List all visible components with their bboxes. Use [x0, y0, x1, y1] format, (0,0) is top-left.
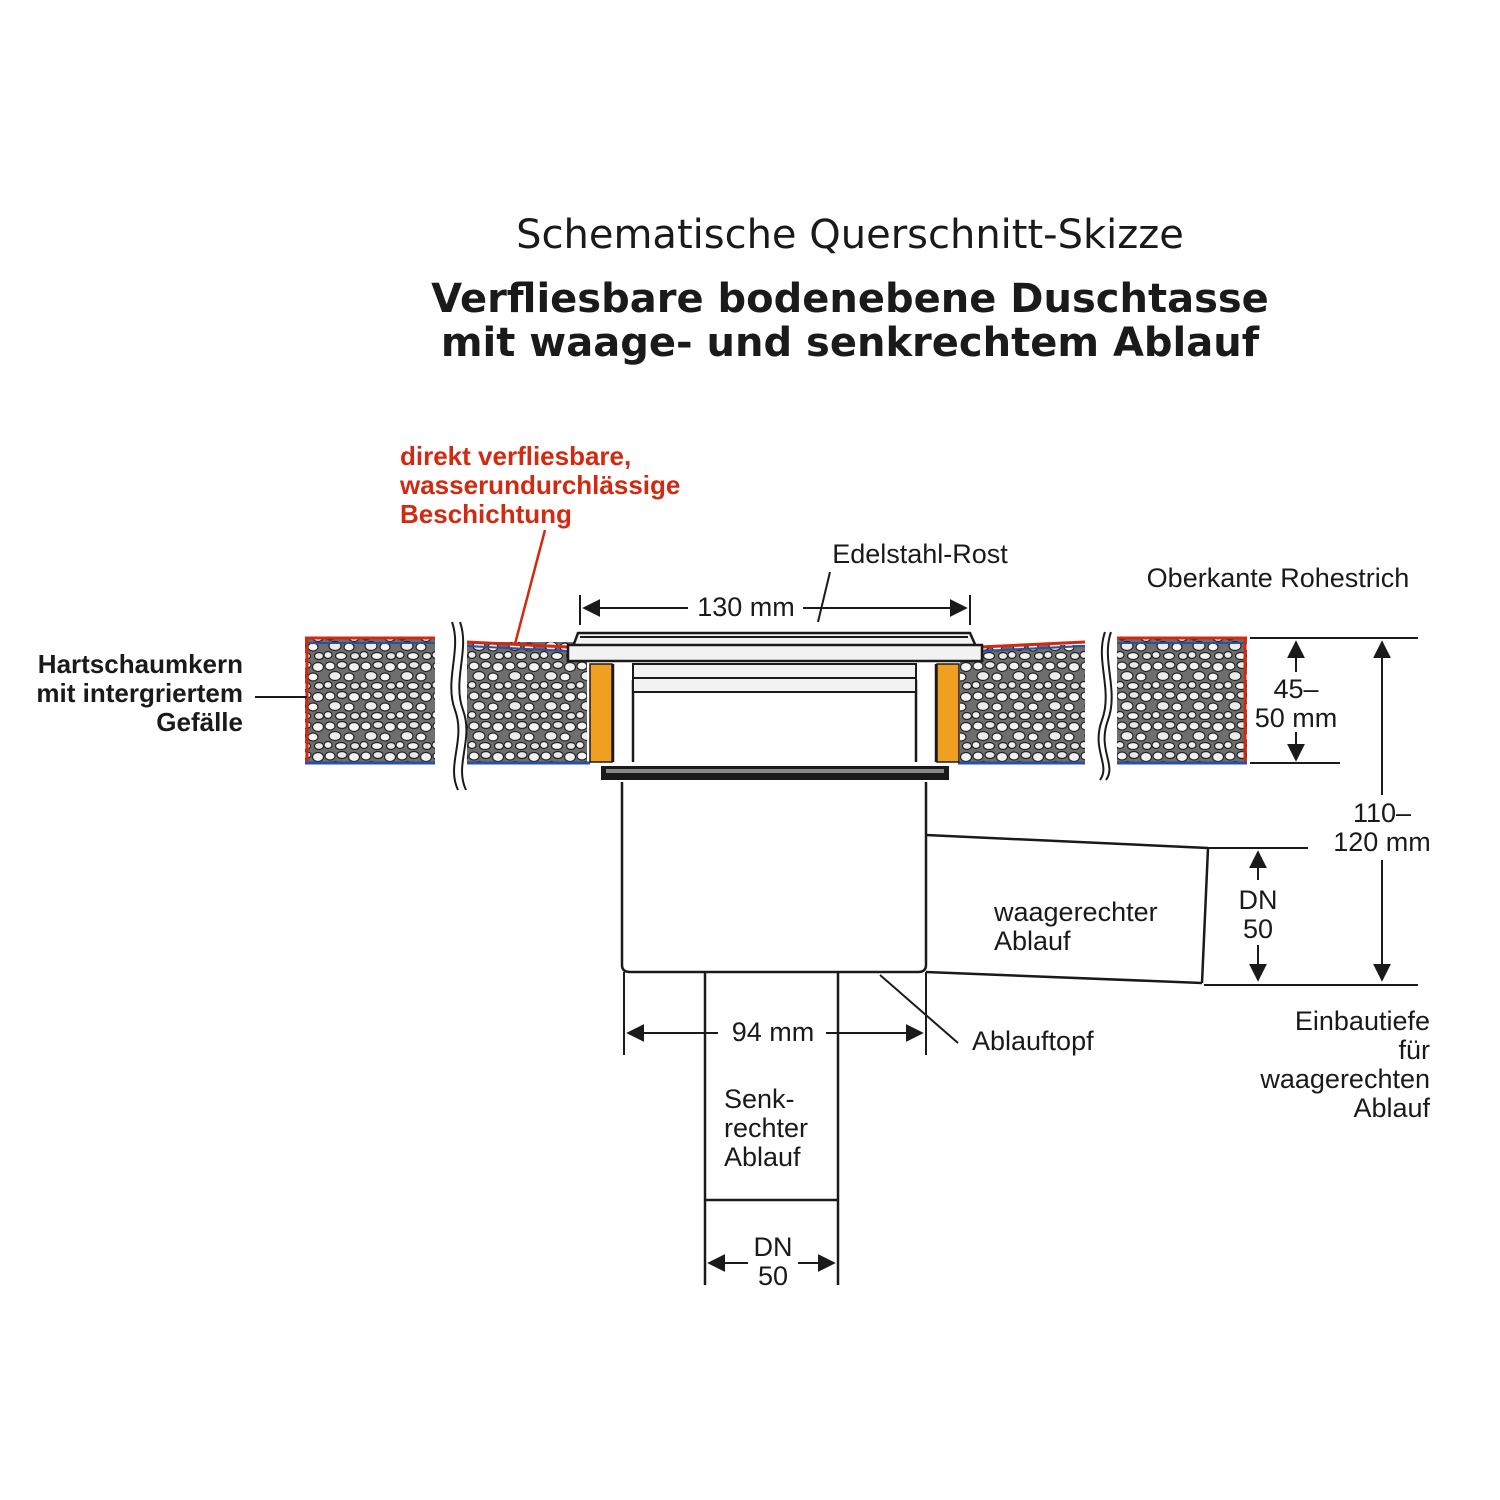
dimension-130mm-label: 130 mm	[697, 592, 795, 622]
diagram-title: Schematische Querschnitt-Skizze	[516, 212, 1184, 258]
horizontal-drain-label-2: Ablauf	[994, 926, 1071, 956]
install-depth-label-3: waagerechten	[1259, 1064, 1430, 1094]
drain-pot-label: Ablauftopf	[972, 1026, 1094, 1056]
insulation-strip-left	[589, 663, 613, 763]
vertical-drain-label-3: Ablauf	[724, 1142, 801, 1172]
dimension-install-height	[1204, 640, 1418, 986]
horizontal-outlet-pipe	[925, 833, 1210, 985]
horizontal-dn-label-2: 50	[1243, 914, 1273, 944]
horizontal-dn-label-1: DN	[1239, 885, 1278, 915]
dimension-130mm	[579, 595, 971, 625]
vertical-drain-label-1: Senk-	[724, 1084, 795, 1114]
vertical-dn-label-2: 50	[758, 1261, 788, 1291]
foam-core-label-1: Hartschaumkern	[38, 649, 243, 679]
grate-label: Edelstahl-Rost	[832, 539, 1008, 569]
drain-pot-leader	[879, 974, 959, 1044]
coating-label-3: Beschichtung	[400, 499, 572, 529]
tray-height-label-2: 50 mm	[1255, 703, 1338, 733]
break-symbol-left	[450, 621, 460, 791]
foam-core-label-3: Gefälle	[156, 707, 243, 737]
horizontal-drain-label-1: waagerechter	[993, 897, 1158, 927]
break-symbol-right	[1097, 631, 1107, 781]
dimension-94mm	[623, 972, 927, 1055]
drain-pot	[620, 782, 928, 974]
top-edge-label: Oberkante Rohestrich	[1147, 563, 1410, 593]
install-depth-label-1: Einbautiefe	[1295, 1006, 1430, 1036]
foam-block-far-right	[1117, 636, 1247, 765]
diagram-subtitle-line1: Verfliesbare bodenebene Duschtasse	[431, 276, 1269, 322]
drain-funnel	[611, 663, 938, 762]
coating-leader	[513, 529, 547, 645]
vertical-drain-label-2: rechter	[724, 1113, 808, 1143]
coating-label-2: wasserundurchlässige	[399, 470, 680, 500]
vertical-dn-label-1: DN	[754, 1232, 793, 1262]
tray-height-label-1: 45–	[1273, 674, 1318, 704]
grate-leader	[817, 571, 831, 623]
install-depth-label-2: für	[1398, 1035, 1430, 1065]
coating-label-1: direkt verfliesbare,	[400, 441, 631, 471]
foam-block-inner-right	[958, 640, 1086, 765]
install-depth-label-4: Ablauf	[1353, 1093, 1430, 1123]
dimension-tray-height	[1250, 640, 1340, 764]
foam-block-far-left	[305, 636, 435, 765]
diagram-subtitle-line2: mit waage- und senkrechtem Ablauf	[441, 320, 1260, 366]
stainless-grate	[566, 631, 984, 663]
foam-core-label-2: mit intergriertem	[36, 678, 243, 708]
install-height-label-1: 110–	[1353, 798, 1411, 828]
break-symbol-left-2	[458, 621, 468, 791]
vertical-outlet-pipe	[703, 972, 840, 1285]
insulation-strip-right	[936, 663, 960, 763]
install-height-label-2: 120 mm	[1333, 827, 1431, 857]
break-symbol-right-2	[1103, 631, 1113, 781]
dimension-94mm-label: 94 mm	[732, 1017, 815, 1047]
